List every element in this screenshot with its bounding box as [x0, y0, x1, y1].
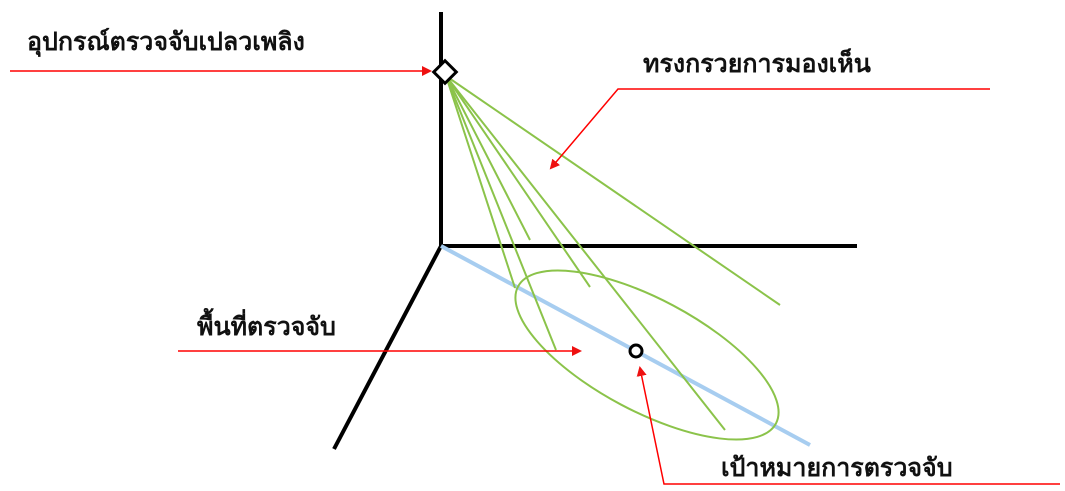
detection-area-ellipse	[514, 269, 780, 441]
area-label: พื้นที่ตรวจจับ	[197, 312, 336, 341]
cone-label: ทรงกรวยการมองเห็น	[643, 49, 871, 78]
cone-line-5	[445, 75, 726, 431]
cone-line-3	[445, 75, 591, 288]
detector-icon	[431, 58, 459, 86]
cone-line-4	[445, 75, 781, 306]
detector-label: อุปกรณ์ตรวจจับเปลวเพลิง	[27, 27, 305, 56]
cone-line-1	[445, 75, 516, 289]
detection-center-line	[440, 244, 811, 447]
depth-axis	[332, 245, 443, 450]
axes	[332, 12, 857, 450]
callouts	[10, 66, 1060, 485]
target-callout	[636, 366, 1060, 485]
cone-line-6	[445, 75, 531, 241]
target-label: เป้าหมายการตรวจจับ	[721, 453, 953, 482]
cone-of-vision	[445, 75, 781, 431]
target-point-icon	[628, 343, 644, 359]
cone-callout	[549, 88, 990, 170]
cone-line-2	[445, 75, 557, 351]
